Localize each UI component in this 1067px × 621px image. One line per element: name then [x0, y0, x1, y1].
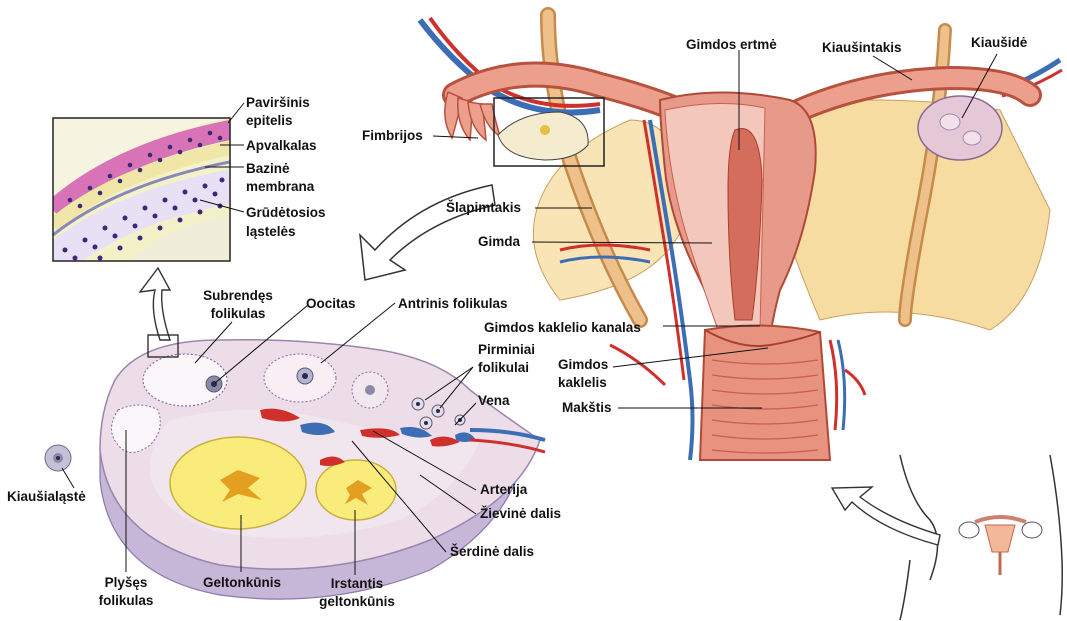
label-makstis: Makštis: [562, 399, 612, 417]
arrow-silhouette: [832, 487, 940, 545]
label-subrendes: Subrendęs: [190, 287, 286, 305]
label-kiauside: Kiaušidė: [971, 34, 1027, 52]
label-kiausintakis: Kiaušintakis: [822, 39, 902, 57]
label-serdine: Šerdinė dalis: [450, 543, 534, 561]
label-pavirsinis: Paviršinis: [246, 94, 310, 112]
label-plyses-folikulas: folikulas: [82, 592, 170, 610]
label-subrendes-folikulas: folikulas: [190, 305, 286, 323]
label-oocitas: Oocitas: [306, 295, 356, 313]
label-lasteles: ląstelės: [246, 223, 296, 241]
label-membrana: membrana: [246, 178, 314, 196]
label-gimdos-kaklelis: Gimdos: [558, 356, 608, 374]
label-slapimtakis: Šlapimtakis: [446, 199, 521, 217]
label-vena: Vena: [478, 392, 510, 410]
label-kaklelio-kanalas: Gimdos kaklelio kanalas: [484, 319, 641, 337]
label-bazine: Bazinė: [246, 160, 290, 178]
label-pirminiai-folikulai: folikulai: [478, 359, 529, 377]
label-kiausialaste: Kiaušialąstė: [7, 488, 86, 506]
label-geltonkunis: Geltonkūnis: [190, 574, 294, 592]
label-pirminiai: Pirminiai: [478, 341, 535, 359]
label-irstantis: Irstantis: [305, 575, 409, 593]
label-fimbrijos: Fimbrijos: [362, 127, 423, 145]
label-gimda: Gimda: [478, 233, 520, 251]
label-zievine: Žievinė dalis: [480, 505, 561, 523]
mini-uterus-icon: [959, 517, 1042, 575]
label-irstantis-geltonkunis: geltonkūnis: [305, 593, 409, 611]
label-kaklelis: kaklelis: [558, 374, 607, 392]
label-plyses: Plyšęs: [82, 574, 170, 592]
label-apvalkalas: Apvalkalas: [246, 137, 317, 155]
label-grudetosios: Grūdėtosios: [246, 204, 326, 222]
label-gimdos-ertme: Gimdos ertmė: [686, 36, 777, 54]
label-arterija: Arterija: [480, 481, 527, 499]
arrow-zoom-epithelium: [140, 268, 170, 340]
label-antrinis: Antrinis folikulas: [398, 295, 508, 313]
label-epitelis: epitelis: [246, 112, 293, 130]
epithelium-zoom: [53, 103, 244, 262]
